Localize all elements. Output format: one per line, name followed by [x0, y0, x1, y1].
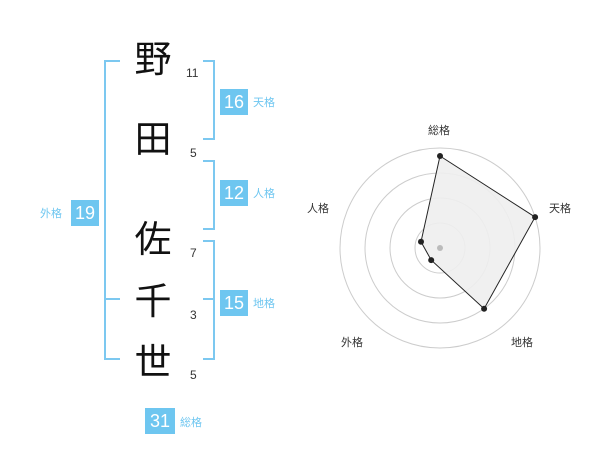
jinkaku-bracket	[203, 160, 215, 230]
radar-point-1	[437, 153, 443, 159]
soukaku-label: 総格	[180, 416, 202, 429]
gaikaku-label: 外格	[40, 207, 62, 220]
radar-grid-ring	[339, 147, 541, 349]
chikaku-label: 地格	[253, 297, 275, 310]
stroke-count-2: 5	[190, 146, 197, 160]
radar-label-jinkaku: 人格	[307, 202, 329, 215]
radar-series-polygon	[420, 155, 536, 310]
tenkaku-label: 天格	[253, 96, 275, 109]
radar-label-tenkaku: 天格	[549, 202, 571, 215]
tenkaku-bracket	[203, 60, 215, 140]
radar-label-chikaku: 地格	[511, 336, 533, 349]
tenkaku-badge: 16	[220, 89, 248, 115]
name-char-1: 野	[134, 38, 172, 81]
stroke-count-4: 3	[190, 308, 197, 322]
gaikaku-badge: 19	[71, 200, 99, 226]
name-char-4: 千	[134, 280, 172, 323]
radar-point-4	[428, 257, 435, 264]
radar-label-soukaku: 総格	[428, 124, 450, 137]
name-char-2: 田	[134, 118, 172, 161]
radar-point-5	[418, 238, 424, 245]
name-char-5: 世	[134, 341, 172, 384]
radar-label-gaikaku: 外格	[341, 336, 363, 349]
radar-point-2	[532, 214, 539, 221]
gaikaku-bracket	[104, 60, 120, 360]
stroke-count-5: 5	[190, 368, 197, 382]
gaikaku-bracket-divider	[104, 298, 120, 300]
chikaku-bracket-divider	[203, 298, 215, 300]
chikaku-bracket	[203, 240, 215, 360]
name-char-3: 佐	[134, 218, 172, 261]
radar-center-dot	[437, 245, 443, 251]
stroke-count-1: 11	[186, 66, 199, 80]
jinkaku-badge: 12	[220, 180, 248, 206]
chikaku-badge: 15	[220, 290, 248, 316]
stroke-count-3: 7	[190, 246, 197, 260]
jinkaku-label: 人格	[253, 187, 275, 200]
radar-point-3	[481, 305, 488, 312]
soukaku-badge: 31	[145, 408, 175, 434]
